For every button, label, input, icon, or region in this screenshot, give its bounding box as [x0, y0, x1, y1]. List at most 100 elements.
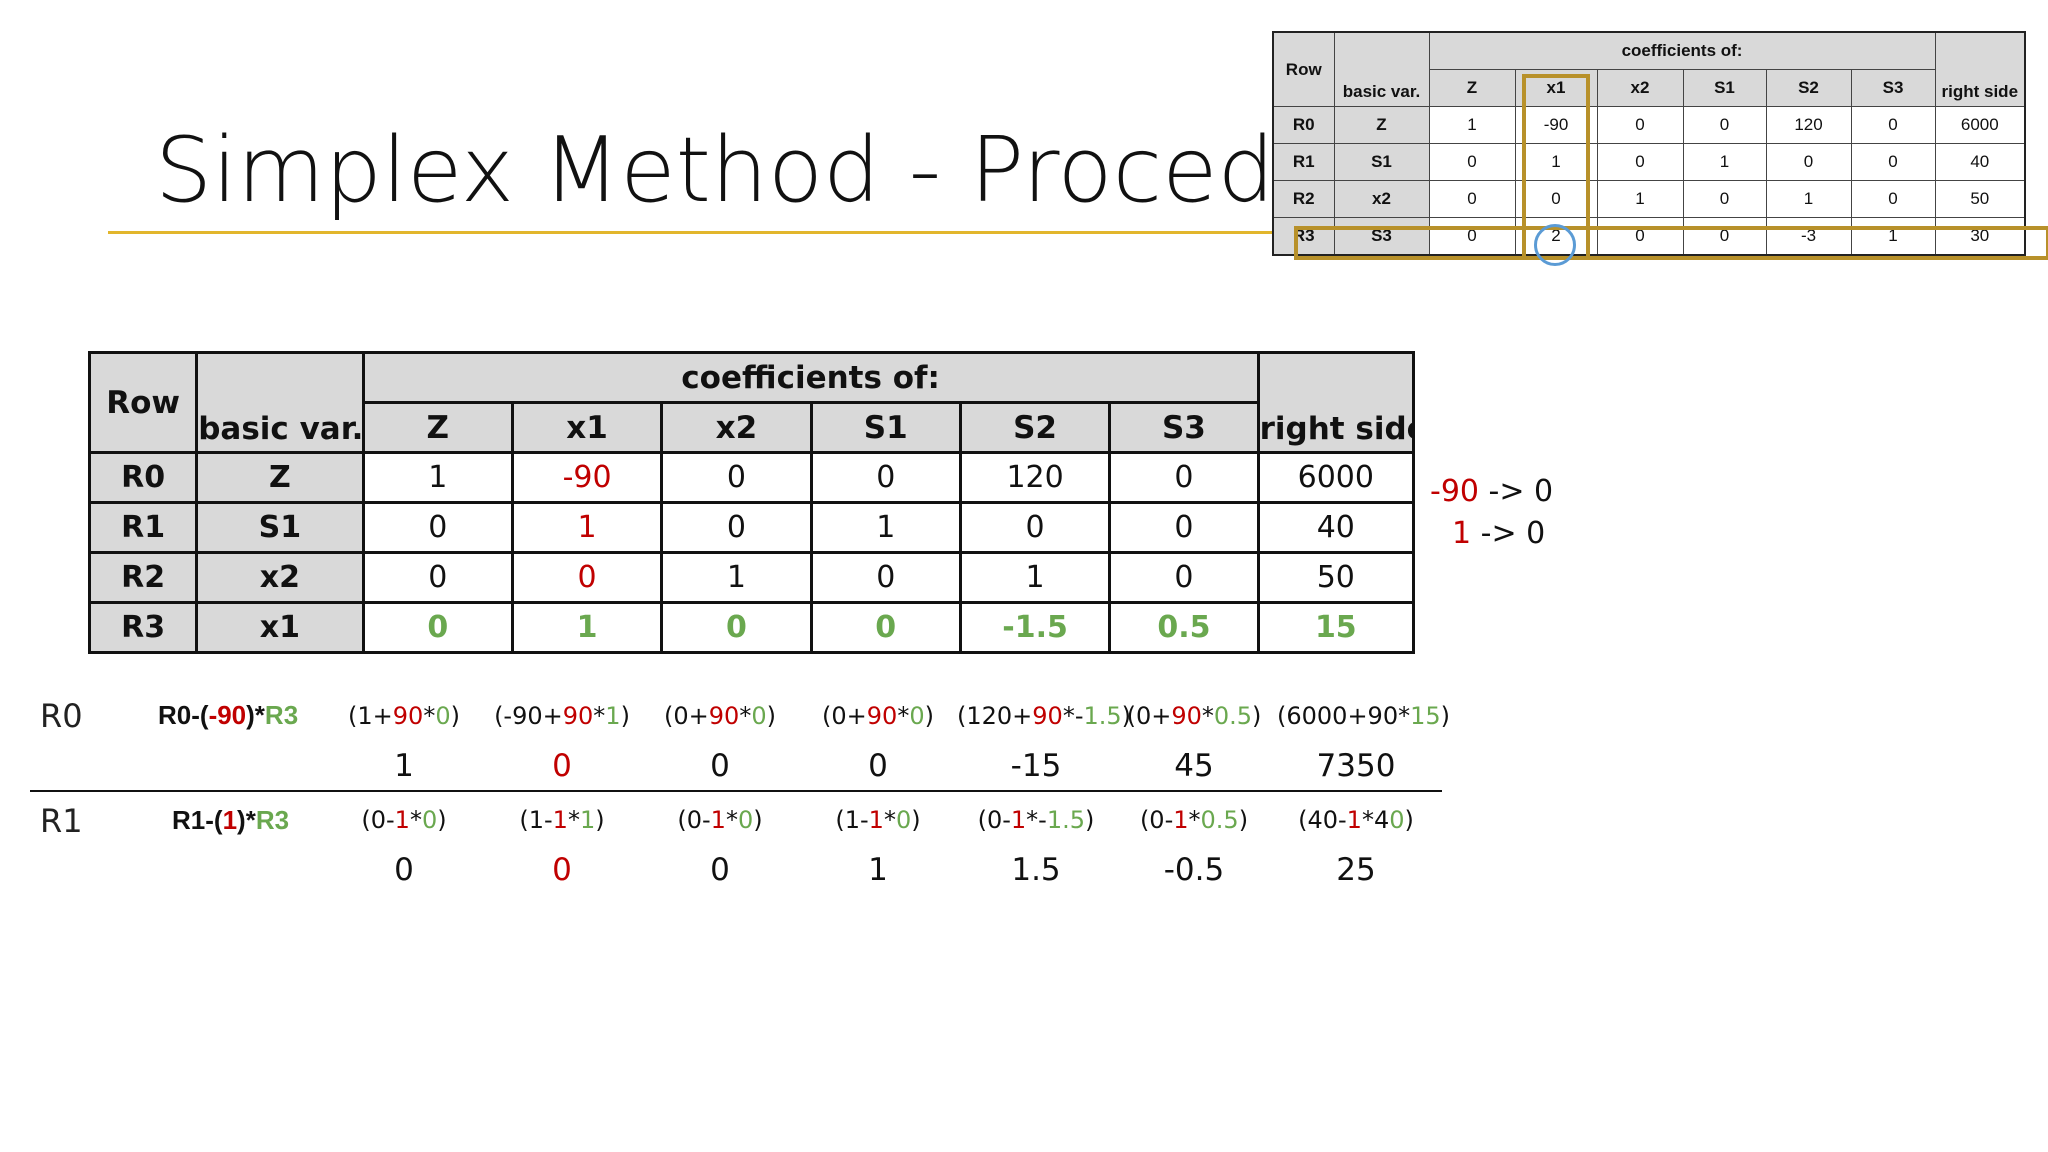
- col-header: x1: [510, 401, 664, 454]
- expr-part: (1+: [348, 702, 393, 730]
- cell: -90: [510, 451, 664, 504]
- cell: 1: [1682, 143, 1767, 181]
- cell: 0: [1596, 143, 1684, 181]
- op-text: )*: [237, 805, 256, 835]
- expr-part: ): [1121, 702, 1132, 730]
- expr-part: ): [620, 702, 630, 730]
- cell: 0: [660, 501, 813, 554]
- basic-var: x2: [195, 551, 365, 604]
- op-text: )*: [246, 700, 265, 730]
- row-header: Row: [87, 351, 199, 454]
- expr-part: (0-: [1139, 806, 1174, 834]
- cell: 1: [1765, 180, 1852, 218]
- expr-part: *: [423, 702, 436, 730]
- expr-part: 1: [394, 806, 410, 834]
- expr-part: 1: [710, 806, 726, 834]
- expr-part: ): [1238, 806, 1249, 834]
- op-multiplier: -90: [208, 700, 247, 730]
- note-line-1: -90 -> 0: [1430, 474, 1553, 509]
- row-label: R1: [1272, 143, 1335, 181]
- row-label: R2: [87, 551, 199, 604]
- expr-part: (0-: [677, 806, 711, 834]
- expr-part: (0-: [977, 806, 1011, 834]
- calc-expression: (1+90*0): [325, 702, 483, 730]
- calc-result: 1: [394, 748, 414, 784]
- note-line-2: 1 -> 0: [1452, 516, 1545, 551]
- cell: -90: [1514, 106, 1598, 144]
- calc-result: 0: [710, 748, 730, 784]
- col-header: S1: [1682, 69, 1767, 107]
- page-title: Simplex Method - Procedure: [155, 118, 1423, 223]
- basic-var: S3: [1333, 217, 1430, 256]
- expr-part: (0+: [822, 702, 867, 730]
- coefficients-header: coefficients of:: [361, 351, 1260, 404]
- row-header: Row: [1272, 31, 1335, 107]
- calc-result: 1.5: [1011, 852, 1061, 888]
- expr-part: 1: [1173, 806, 1189, 834]
- right-side-header: right side: [1256, 351, 1416, 454]
- cell: 0: [361, 501, 514, 554]
- row-label: R3: [1272, 217, 1335, 256]
- expr-part: *: [1201, 702, 1214, 730]
- rhs-cell: 6000: [1256, 451, 1416, 504]
- calc-result: 0: [868, 748, 888, 784]
- table-row: R2 x2 0 0 1 0 1 0 50: [1272, 180, 2026, 218]
- expr-part: *: [739, 702, 752, 730]
- expr-part: ): [595, 806, 605, 834]
- cell: 0: [1596, 217, 1684, 256]
- table-row: R1 S1 0 1 0 1 0 0 40: [87, 501, 1416, 554]
- cell: 1: [958, 551, 1112, 604]
- calc-result: 7350: [1316, 748, 1396, 784]
- cell: 1: [510, 601, 664, 654]
- basic-var: S1: [195, 501, 365, 554]
- basic-var-header: basic var.: [1333, 31, 1430, 107]
- calc-expression: (40-1*40): [1277, 806, 1435, 834]
- expr-part: 90: [866, 702, 898, 730]
- expr-part: 0: [737, 806, 754, 834]
- expr-part: (120+: [957, 702, 1033, 730]
- expr-part: 1: [552, 806, 568, 834]
- expr-part: *: [725, 806, 738, 834]
- cell: 0: [809, 601, 962, 654]
- cell: 0: [1428, 217, 1516, 256]
- calc-expression: (0-1*-1.5): [957, 806, 1115, 834]
- expr-part: 0.5: [1200, 806, 1239, 834]
- cell: 1: [1850, 217, 1936, 256]
- rhs-cell: 50: [1256, 551, 1416, 604]
- rhs-cell: 30: [1934, 217, 2026, 256]
- op-text: R1-(: [172, 805, 223, 835]
- cell: 0: [660, 601, 813, 654]
- calc-result: 0: [710, 852, 730, 888]
- col-header: Z: [1428, 69, 1516, 107]
- calc-result: -15: [1010, 748, 1062, 784]
- expr-part: (6000+90*: [1277, 702, 1411, 730]
- cell: 0: [958, 501, 1112, 554]
- col-header: x2: [660, 401, 813, 454]
- expr-part: ): [924, 702, 934, 730]
- cell: 1: [1596, 180, 1684, 218]
- expr-part: 1: [579, 806, 596, 834]
- cell: 0: [1850, 106, 1936, 144]
- cell: 0: [1428, 143, 1516, 181]
- expr-part: *-: [1026, 806, 1047, 834]
- calc-expression: (120+90*-1.5): [957, 702, 1131, 730]
- expr-part: 0: [1389, 806, 1405, 834]
- expr-part: 15: [1410, 702, 1441, 730]
- calc-operation: R0-(-90)*R3: [158, 700, 298, 731]
- expr-part: *: [1188, 806, 1201, 834]
- cell: 0: [1850, 143, 1936, 181]
- col-header: Z: [361, 401, 514, 454]
- cell: 0: [660, 451, 813, 504]
- cell: -1.5: [958, 601, 1112, 654]
- col-header: S2: [958, 401, 1112, 454]
- cell: 0: [1850, 180, 1936, 218]
- cell: 0: [1682, 106, 1767, 144]
- calc-result: 1: [868, 852, 888, 888]
- table-row: R0 Z 1 -90 0 0 120 0 6000: [87, 451, 1416, 504]
- expr-part: 1: [1346, 806, 1362, 834]
- cell: -3: [1765, 217, 1852, 256]
- cell: 0: [809, 451, 962, 504]
- basic-var: x2: [1333, 180, 1430, 218]
- expr-part: ): [911, 806, 921, 834]
- note-value: -90: [1430, 474, 1479, 509]
